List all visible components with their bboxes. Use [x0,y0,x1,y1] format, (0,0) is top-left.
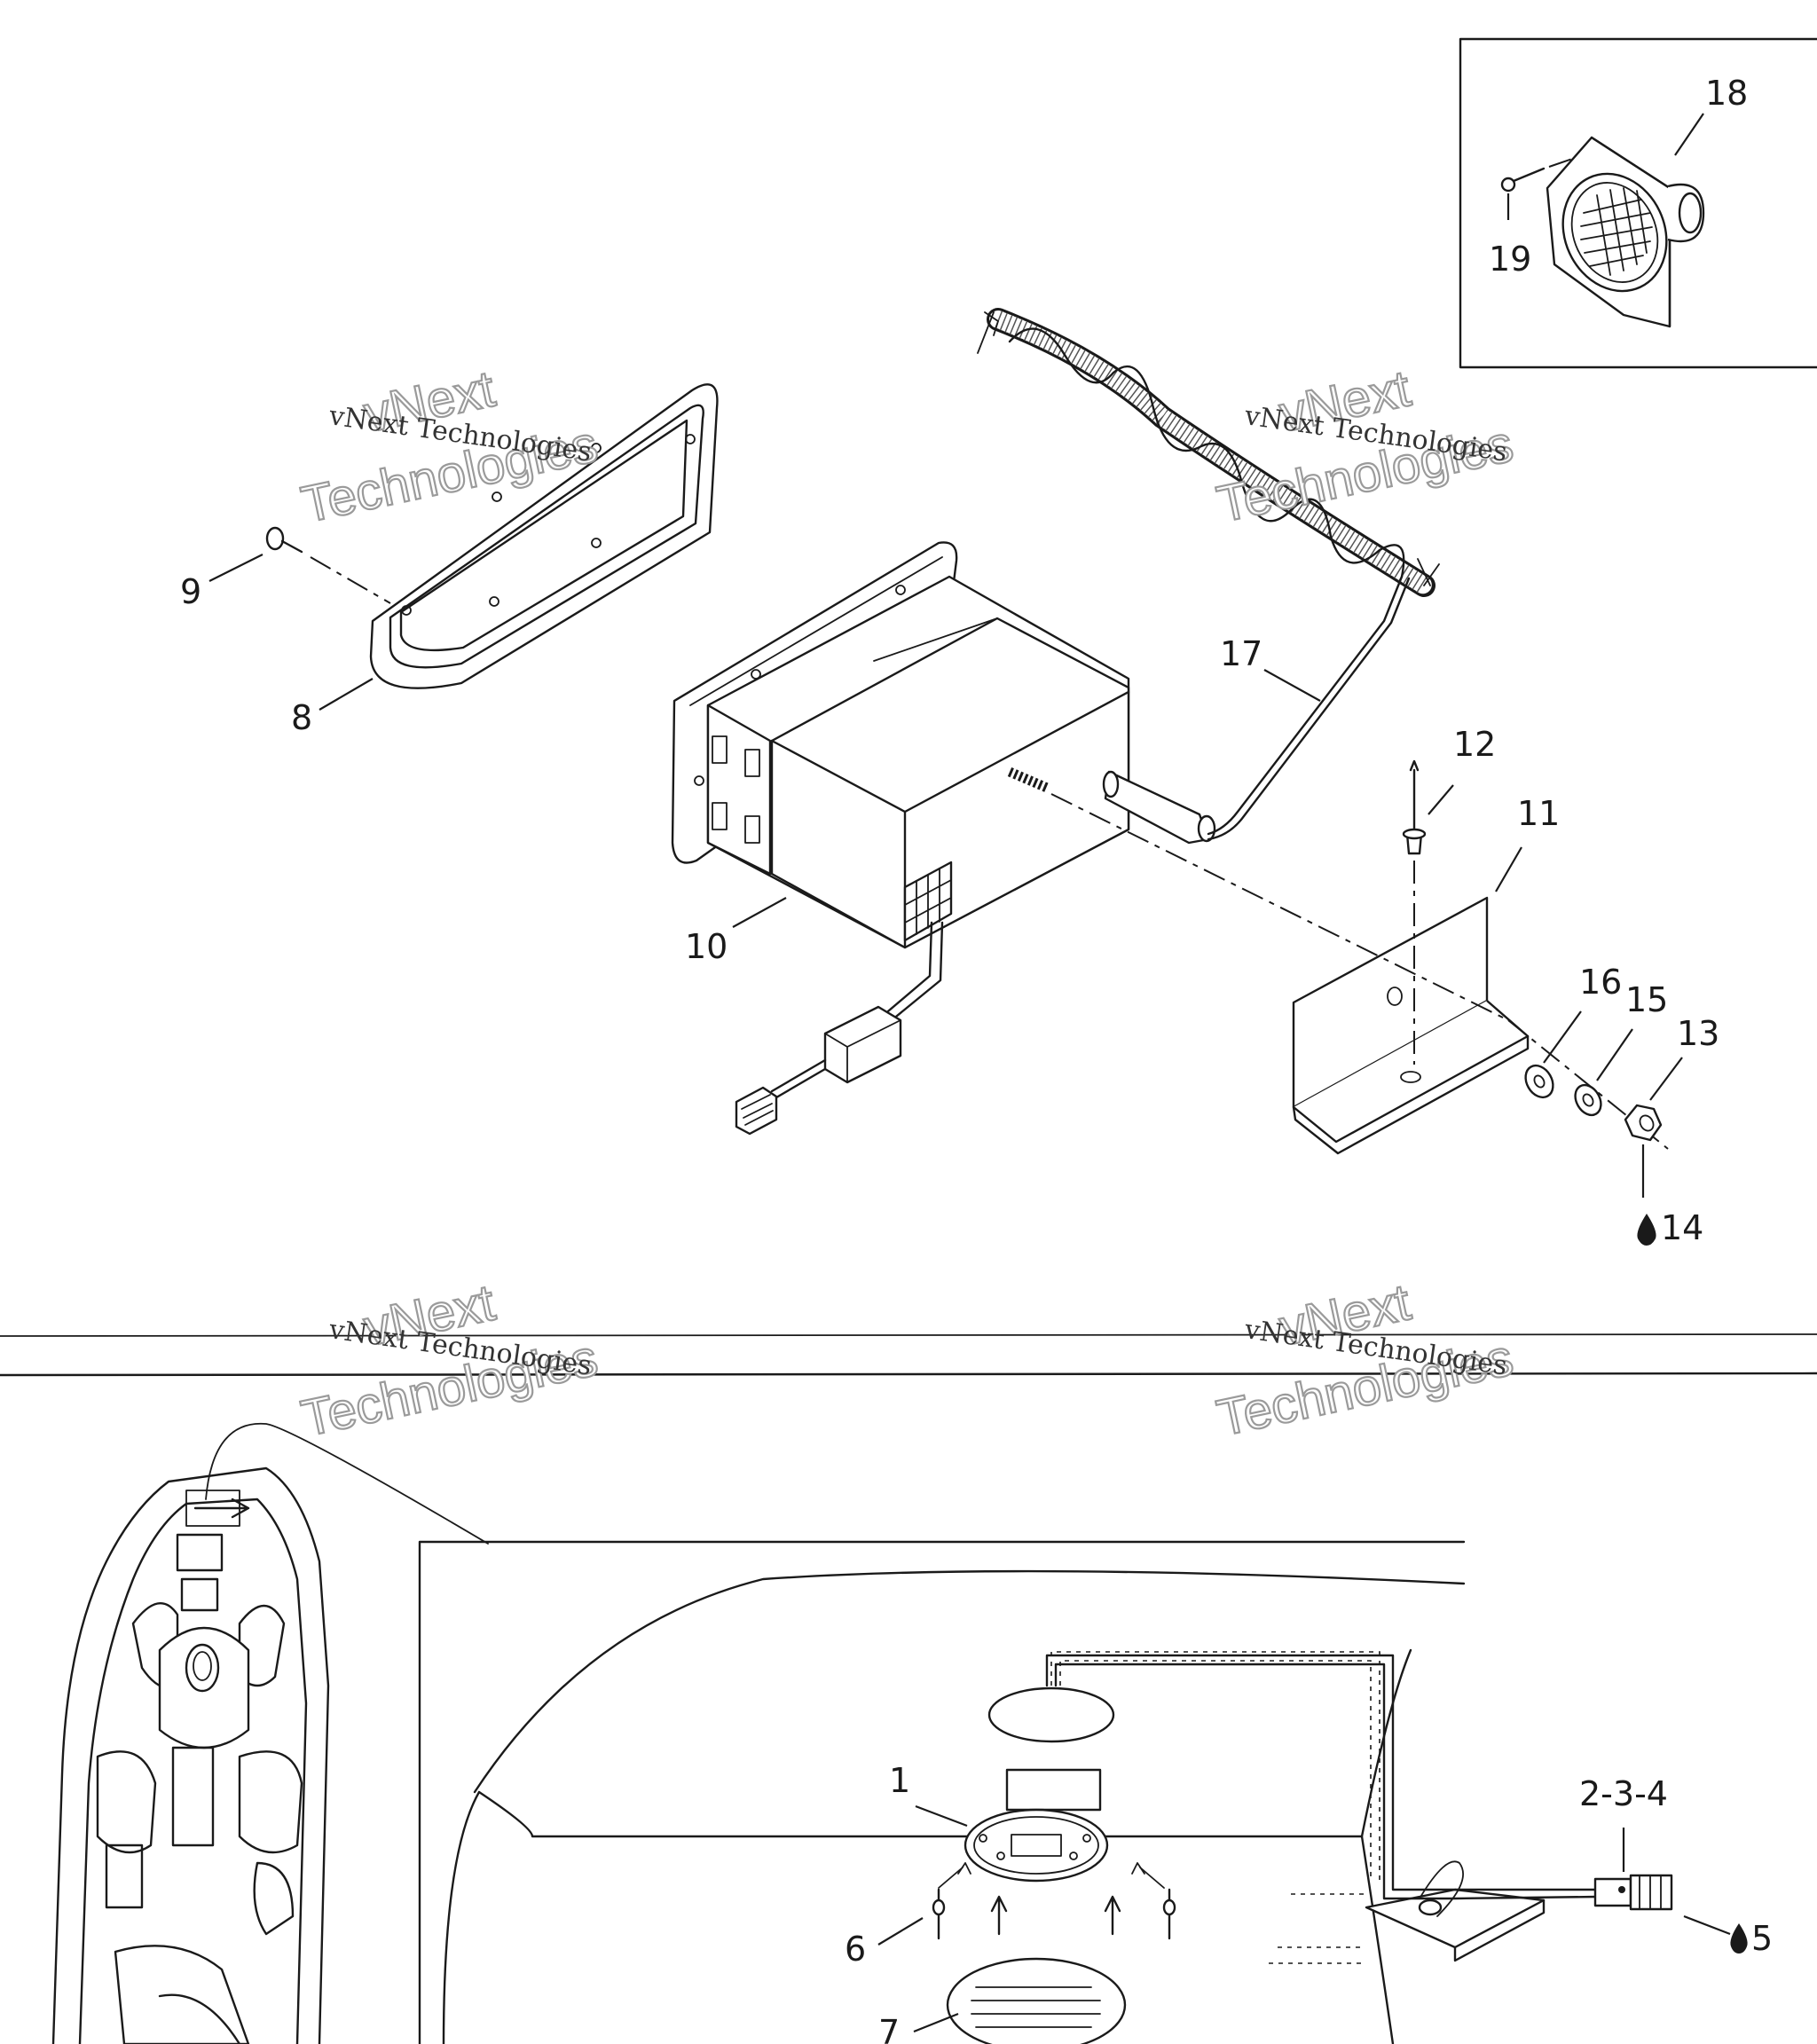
callout-7: 7 [878,2013,900,2044]
oil-drop-icon [1730,1923,1748,1954]
watercraft-top-view [51,1422,489,2044]
radio-unit [671,541,1216,949]
callout-2-3-4: 2-3-4 [1579,1774,1668,1813]
connector-234-icon [1593,1874,1673,1911]
callout-16: 16 [1579,963,1622,1002]
gauge-1-icon [964,1808,1109,1883]
detail-view [418,1540,1673,2044]
callout-18: 18 [1705,74,1748,113]
antenna-cable [977,308,1440,841]
nut-13-icon [1624,1104,1663,1142]
washer-15-icon [1574,1083,1602,1117]
trim-ring [369,383,719,689]
wire-harness [735,921,944,1136]
speaker-grille [1580,187,1653,276]
callout-11: 11 [1517,794,1560,833]
oil-drop-icon [1637,1214,1656,1246]
screw-9-icon [265,526,391,604]
callout-12: 12 [1453,725,1496,764]
callout-13: 13 [1677,1014,1719,1053]
mounting-bracket [1292,896,1530,1155]
cover-7-icon [946,1957,1127,2044]
callout-14: 14 [1661,1208,1703,1247]
screw-19-icon [1500,157,1576,193]
callout-10: 10 [685,927,728,966]
callout-5: 5 [1751,1919,1773,1958]
callout-8: 8 [291,698,312,737]
callout-17: 17 [1220,634,1262,673]
watermark-line1: vNext [1275,1273,1416,1356]
rivet-6-icon [932,1862,1176,1940]
rivet-12-icon [1402,759,1427,855]
callout-19: 19 [1489,240,1531,279]
callout-1: 1 [889,1761,910,1800]
washer-16-icon [1524,1064,1554,1099]
callout-9: 9 [180,572,201,611]
callout-6: 6 [845,1930,866,1969]
callout-15: 15 [1625,980,1668,1019]
speaker-inset [1459,37,1817,369]
